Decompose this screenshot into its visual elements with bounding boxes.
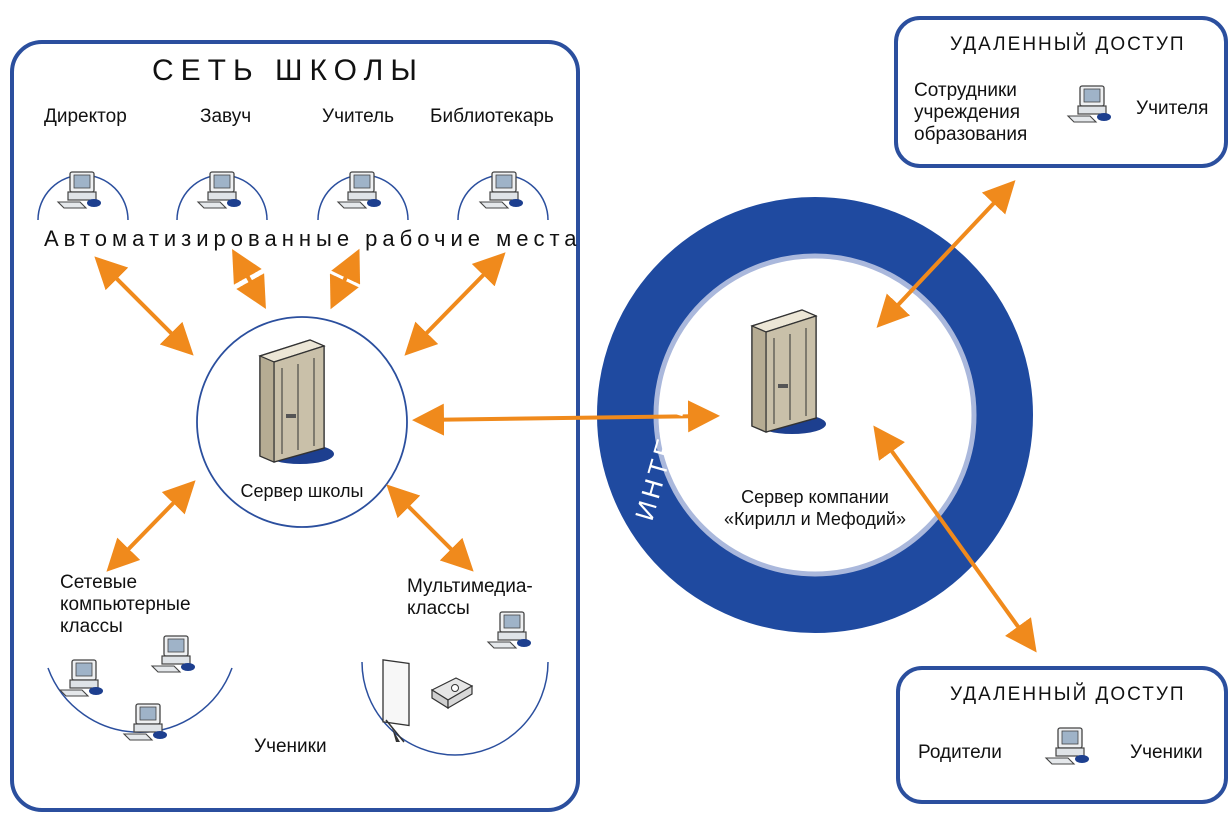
company-server-label-line1: Сервер компании bbox=[741, 487, 889, 507]
arrow-librarian-server bbox=[404, 252, 506, 356]
arrow-company-remote-top bbox=[876, 180, 1016, 328]
remote-top-staff-label-line3: образования bbox=[914, 124, 1028, 145]
computer-icon bbox=[123, 703, 168, 741]
arrow-head-teacher-server bbox=[232, 249, 266, 309]
remote-access-bottom-title: УДАЛЕННЫЙ ДОСТУП bbox=[950, 684, 1186, 705]
computer-icon bbox=[151, 635, 196, 673]
arrow-server-network-classes bbox=[106, 480, 196, 572]
connection-arrows bbox=[94, 180, 1037, 653]
network-classes-label-line3: классы bbox=[60, 616, 123, 637]
remote-top-staff-label-line1: Сотрудники bbox=[914, 80, 1017, 101]
projector-icon bbox=[430, 677, 474, 710]
school-server-icon bbox=[259, 339, 335, 465]
multimedia-classes-bubble bbox=[361, 661, 549, 756]
remote-access-top-frame bbox=[894, 16, 1228, 168]
projector-screen-icon bbox=[382, 659, 410, 743]
computer-icon bbox=[197, 171, 242, 209]
role-librarian-label: Библиотекарь bbox=[430, 106, 554, 127]
school-network-title: СЕТЬ ШКОЛЫ bbox=[152, 54, 424, 87]
network-classes-label-line1: Сетевые bbox=[60, 572, 138, 593]
computer-icon bbox=[59, 659, 104, 697]
arrow-school-company-server bbox=[412, 400, 720, 436]
school-server-label: Сервер школы bbox=[240, 481, 364, 501]
remote-access-top-title: УДАЛЕННЫЙ ДОСТУП bbox=[950, 34, 1186, 55]
remote-bottom-parents-label: Родители bbox=[918, 742, 1002, 763]
computer-icon bbox=[337, 171, 382, 209]
company-server-label-line2: «Кирилл и Мефодий» bbox=[724, 509, 906, 529]
computer-icon bbox=[57, 171, 102, 209]
role-head-teacher-label: Завуч bbox=[200, 106, 252, 127]
computer-icon bbox=[487, 611, 532, 649]
arrow-director-server bbox=[94, 256, 194, 356]
workstations-label: Автоматизированные рабочие места bbox=[44, 226, 582, 251]
remote-bottom-students-label: Ученики bbox=[1130, 742, 1203, 763]
remote-top-teachers-label: Учителя bbox=[1136, 98, 1209, 119]
company-server-icon bbox=[751, 309, 827, 435]
multimedia-classes-label-line1: Мультимедиа- bbox=[407, 576, 533, 597]
arrow-server-multimedia-classes bbox=[386, 484, 474, 572]
arrow-teacher-server bbox=[329, 248, 361, 310]
students-label: Ученики bbox=[254, 736, 327, 757]
remote-top-staff-label-line2: учреждения bbox=[914, 102, 1021, 123]
role-director-label: Директор bbox=[44, 106, 127, 127]
role-teacher-label: Учитель bbox=[322, 106, 394, 127]
arrow-company-remote-bottom bbox=[873, 425, 1037, 653]
network-classes-label-line2: компьютерные bbox=[60, 594, 191, 615]
multimedia-classes-label-line2: классы bbox=[407, 598, 470, 619]
